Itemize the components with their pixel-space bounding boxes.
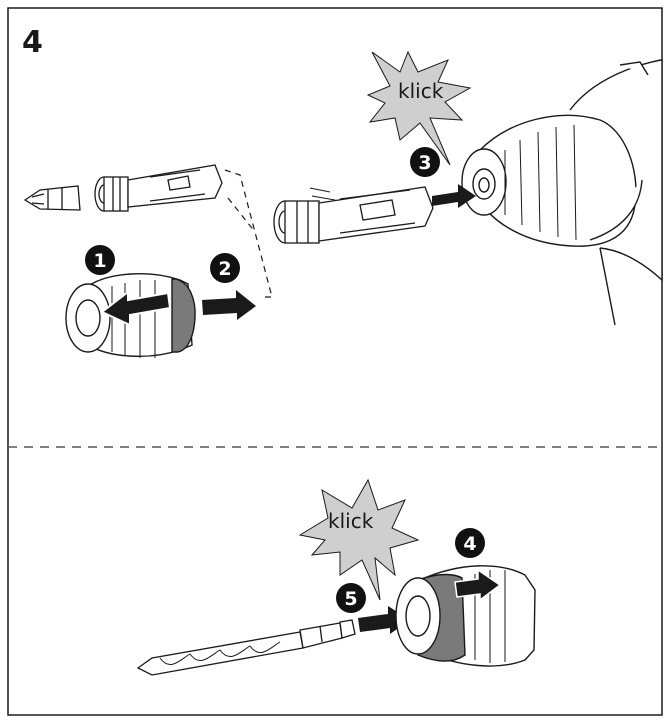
badge-5-label: 5 (344, 588, 357, 610)
badge-1: 1 (85, 245, 115, 275)
sds-adapter (273, 186, 434, 244)
screwdriver-bit (23, 185, 81, 211)
badge-3: 3 (410, 147, 440, 177)
badge-2-label: 2 (218, 258, 231, 280)
quick-change-chuck (65, 273, 196, 358)
drill-bit (136, 619, 356, 676)
outer-frame (7, 7, 663, 716)
badge-4-label: 4 (463, 533, 476, 555)
step-number: 4 (22, 25, 43, 60)
badge-2: 2 (210, 253, 240, 283)
small-bit-adapter (94, 164, 223, 212)
quick-change-chuck-bottom (395, 565, 536, 667)
arrow-step-2 (202, 290, 256, 320)
klick-label-bottom: klick (328, 509, 374, 533)
klick-burst-top: klick (366, 50, 472, 166)
connector-line (224, 169, 273, 298)
arrow-step-3 (432, 184, 476, 208)
badge-1-label: 1 (93, 250, 106, 272)
arrow-step-4 (454, 568, 502, 602)
arrow-step-1 (100, 289, 172, 327)
badge-3-label: 3 (418, 152, 431, 174)
badge-5: 5 (336, 583, 366, 613)
connector-line-2 (227, 197, 256, 233)
klick-burst-bottom: klick (298, 478, 420, 601)
drill-chuck (461, 59, 663, 326)
klick-label-top: klick (398, 79, 444, 103)
badge-4: 4 (455, 528, 485, 558)
